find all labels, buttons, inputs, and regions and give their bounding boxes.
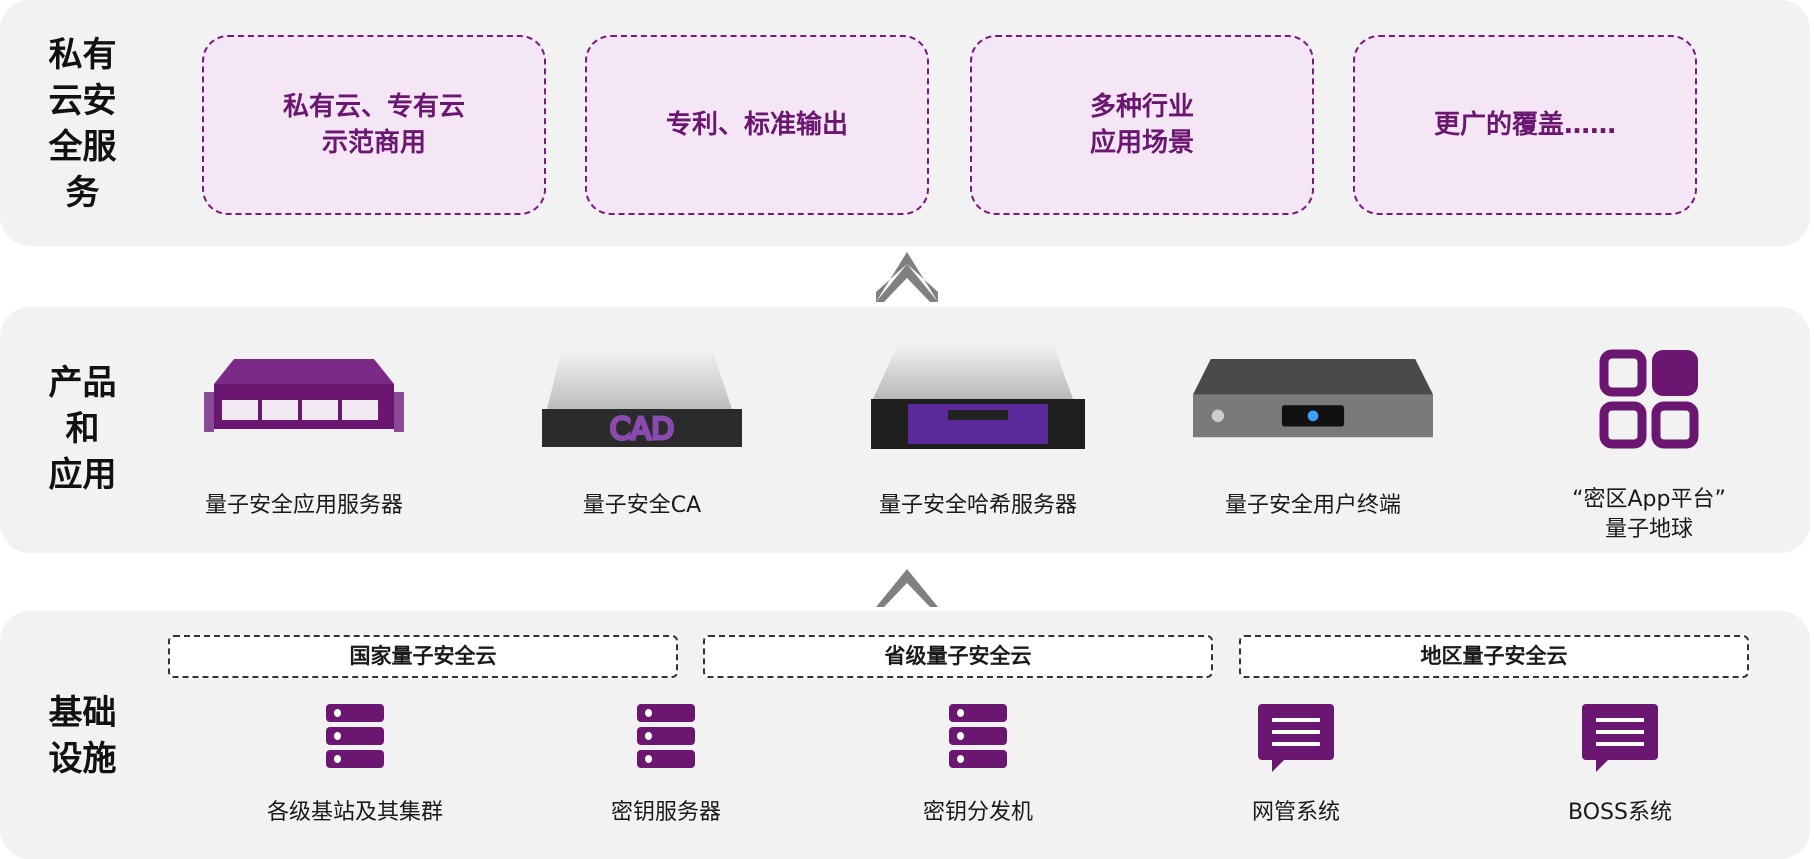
cloud-regional: 地区量子安全云 xyxy=(1239,635,1749,678)
up-arrow-icon xyxy=(876,569,938,607)
layer-title-infrastructure: 基础 设施 xyxy=(48,693,117,779)
product-user-terminal: 量子安全用户终端 xyxy=(1193,345,1433,521)
terminal-image xyxy=(1193,345,1433,453)
service-box: 更广的覆盖…… xyxy=(1353,35,1697,215)
message-doc-icon xyxy=(1258,704,1334,772)
service-box: 多种行业 应用场景 xyxy=(970,35,1314,215)
svg-text:CAD: CAD xyxy=(610,412,675,447)
infra-key-server: 密钥服务器 xyxy=(546,704,786,826)
cloud-national: 国家量子安全云 xyxy=(168,635,678,678)
service-box: 专利、标准输出 xyxy=(585,35,929,215)
infra-boss: BOSS系统 xyxy=(1500,704,1740,826)
server-icon xyxy=(949,704,1007,774)
product-app-server: 量子安全应用服务器 xyxy=(184,345,424,521)
product-app-platform: “密区App平台” 量子地球 xyxy=(1529,345,1769,545)
up-arrow-icon xyxy=(876,252,938,302)
infra-network-management: 网管系统 xyxy=(1176,704,1416,826)
service-box: 私有云、专有云 示范商用 xyxy=(202,35,546,215)
layer-title-private-cloud: 私有 云安 全服 务 xyxy=(48,35,117,213)
server-icon xyxy=(637,704,695,774)
layer-title-products: 产品 和 应用 xyxy=(48,363,117,495)
app-grid-icon xyxy=(1529,345,1769,453)
product-hash-server: 量子安全哈希服务器 xyxy=(858,344,1098,521)
infra-key-distributor: 密钥分发机 xyxy=(858,704,1098,826)
server-icon xyxy=(326,704,384,774)
server-image xyxy=(184,345,424,453)
cloud-provincial: 省级量子安全云 xyxy=(703,635,1213,678)
hash-server-image xyxy=(858,344,1098,453)
message-doc-icon xyxy=(1582,704,1658,772)
product-ca: CAD 量子安全CA xyxy=(522,345,762,521)
ca-device-image: CAD xyxy=(522,345,762,453)
infra-base-stations: 各级基站及其集群 xyxy=(235,704,475,826)
